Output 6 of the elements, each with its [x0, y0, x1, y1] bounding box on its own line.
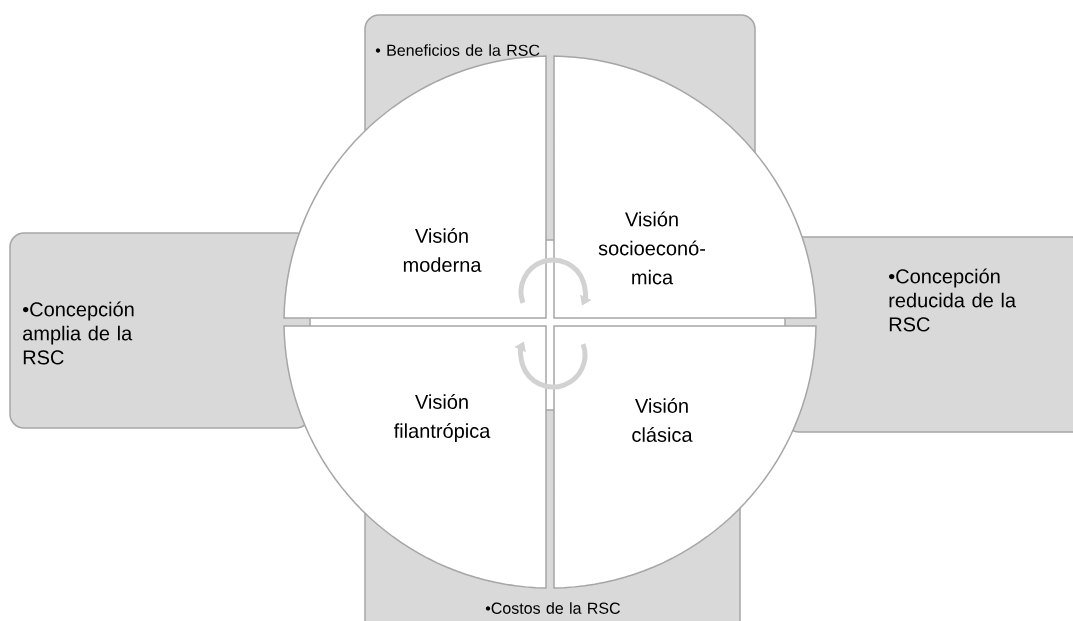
quadrant-segment: Visión filantrópica: [283, 325, 547, 589]
side-box: •Concepción amplia de la RSC: [9, 232, 311, 429]
side-box: •Concepción reducida de la RSC: [784, 236, 1073, 433]
quadrant-segment: Visión socioeconó- mica: [553, 55, 817, 319]
quadrant-segment: Visión moderna: [283, 55, 547, 319]
quadrant-segment: Visión clásica: [553, 325, 817, 589]
